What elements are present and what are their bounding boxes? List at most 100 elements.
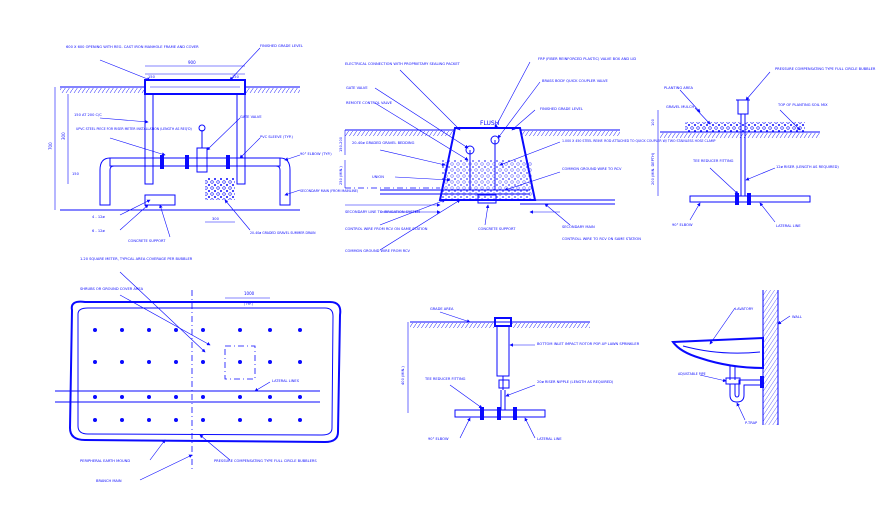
popup-sprinkler-detail: GRADE AREA BOTTOM INLET IMPACT ROTOR POP… [401,307,640,441]
bub-dim-b: 200 (MIN. DEPTH) [651,152,655,185]
bub-pc-label: PRESSURE COMPENSATING TYPE FULL CIRCLE B… [775,67,876,71]
layout-coverage-label: 1.20 SQUARE METER, TYPICAL AREA COVERAGE… [80,257,193,261]
gate-valve-box-detail: 600 X 600 OPENING WITH REG. CAST IRON MA… [48,44,358,243]
gvb-pvc-sleeve-label: PVC SLEEVE (TYP.) [260,135,294,139]
rcv-chamber-detail: ELECTRICAL CONNECTION WITH PROPRIETARY S… [339,57,716,253]
layout-shrubs-label: SHRUBS OR GROUND COVER AREA [80,287,144,291]
bubbler-point [268,395,272,399]
spr-tee-label: TEE REDUCER FITTING [424,377,466,381]
rcv-rod-label: 1.000 X 450 STEEL REINF. ROD ATTACHED TO… [562,139,716,143]
bubbler-grid [93,328,302,422]
rcv-electrical-label: ELECTRICAL CONNECTION WITH PROPRIETARY S… [345,62,461,66]
bubbler-point [120,418,124,422]
gvb-secondary-main-label: SECONDARY MAIN (FROM MAINLINE) [300,189,358,193]
gvb-dim-h: 700 [48,142,53,150]
rcv-finished-grade-label: FINISHED GRADE LEVEL [540,107,583,111]
rcv-secondary-line-label: SECONDARY LINE TO IRRIGATION SYSTEM [345,210,420,214]
gvb-dim-top: 900 [188,60,196,65]
layout-peripheral-label: PERIPHERAL EARTH MOUND [80,459,130,463]
bubbler-point [120,360,124,364]
gvb-elbow-label: 90° ELBOW (TYP.) [300,152,332,156]
bub-riser-label: 12ø RISER (LENGTH AS REQUIRED) [776,165,839,169]
rcv-graded-label: 20-40ø GRADED GRAVEL BEDDING [352,141,415,145]
rcv-dim-b: 250 (MIN.) [339,166,343,185]
bub-mulch-label: GRAVEL MULCH [666,105,694,109]
bubbler-point [268,418,272,422]
bubbler-point [93,418,97,422]
spr-elbow-label: 90° ELBOW [428,437,449,441]
lav-adjustable-label: ADJUSTABLE PIPE [678,372,706,376]
bubbler-point [238,395,242,399]
spr-nipple-label: 20ø RISER NIPPLE (LENGTH AS REQUIRED) [537,380,614,384]
bubbler-point [147,418,151,422]
layout-lateral-label: LATERAL LINES [272,379,300,383]
gvb-dim-c: 300 [212,217,220,221]
rcv-remote-label: REMOTE CONTROL VALVE [346,101,393,105]
rcv-control-wire2-label: CONTROLL WIRE TO RCV ON SAME STATION [562,237,641,241]
bubbler-point [93,328,97,332]
lav-ptrap-label: P-TRAP [745,421,758,425]
bubbler-point [174,328,178,332]
layout-pc-label: PRESSURE COMPENSATING TYPE FULL CIRCLE B… [214,459,317,463]
bubbler-point [120,395,124,399]
gvb-dim-h2: 300 [61,132,66,140]
rcv-frp-label: FRP (FIBER REINFORCED PLASTIC) VALVE BOX… [538,57,636,61]
rcv-union-label: UNION [372,175,384,179]
rcv-ground-label: COMMON GROUND WIRE TO RCV [562,167,622,171]
bubbler-point [298,360,302,364]
gvb-manhole-label: 600 X 600 OPENING WITH REG. CAST IRON MA… [66,45,199,49]
bubbler-point [298,328,302,332]
layout-spacing-label: 1000 [244,291,255,296]
bubbler-point [238,418,242,422]
bubbler-point [93,360,97,364]
bubbler-layout-plan: 1.20 SQUARE METER, TYPICAL AREA COVERAGE… [55,257,342,483]
lav-wall-label: WALL [792,315,802,319]
bubbler-point [147,395,151,399]
bubbler-point [201,360,205,364]
bub-tee-label: TEE REDUCER FITTING [692,159,734,163]
bubbler-point [93,395,97,399]
bubbler-point [298,418,302,422]
bubbler-point [147,360,151,364]
gvb-dim-d: 150 [72,172,80,176]
bubbler-point [298,395,302,399]
rcv-gate-valve-label: GATE VALVE [346,86,368,90]
bub-lateral-label: LATERAL LINE [776,224,801,228]
spr-lateral-label: LATERAL LINE [537,437,562,441]
gvb-dim-a: 150 [148,75,156,79]
bubbler-point [174,418,178,422]
rcv-concrete-support-label: CONCRETE SUPPORT [478,227,516,231]
gvb-bar2-label: 6 - 12ø [92,229,105,233]
bubbler-point [120,328,124,332]
rcv-dim-a: 150-200 [339,136,343,152]
bubbler-point [238,328,242,332]
bubbler-point [238,360,242,364]
lavatory-detail: LAVATORY WALL ADJUSTABLE PIPE P-TRAP [671,290,802,425]
bubbler-point [174,360,178,364]
gvb-upvc-label: UPVC STEEL PIECE FOR RISER METER INSTALL… [76,127,192,131]
spr-grade-label: GRADE AREA [430,307,454,311]
gvb-dim-b: 150 [232,75,240,79]
bubbler-point [174,395,178,399]
layout-branch-label: BRANCH MAIN [96,479,122,483]
bubbler-point [201,418,205,422]
gvb-finished-grade-label: FINISHED GRADE LEVEL [260,44,303,48]
gvb-bar1-label: 4 - 12ø [92,215,105,219]
rcv-flush-label: FLUSH [480,120,499,127]
rcv-common-ground-label: COMMON GROUND WIRE FROM RCV [345,249,411,253]
spr-body-label: BOTTOM INLET IMPACT ROTOR POP-UP LAWN SP… [537,342,640,346]
gvb-concrete-label: CONCRETE SUPPORT [128,239,166,243]
gvb-block-label: 150 AT 200 C/C [74,113,102,117]
bubbler-point [201,328,205,332]
spr-dim-label: 400 (MIN.) [401,366,405,385]
layout-typ-label: (TYP.) [244,302,253,306]
lav-lavatory-label: LAVATORY [735,307,754,311]
rcv-secondary-main-label: SECONDARY MAIN [562,225,595,229]
bub-planting-label: PLANTING AREA [664,86,693,90]
rcv-brass-label: BRASS BODY QUICK COUPLER VALVE [542,79,608,83]
rcv-control-wire-label: CONTROL WIRE FROM RCV ON SAME STATION [345,227,428,231]
bubbler-detail: PLANTING AREA PRESSURE COMPENSATING TYPE… [651,67,876,228]
bub-soil-label: TOP OF PLANTING SOIL MIX [777,103,828,107]
bubbler-point [201,395,205,399]
